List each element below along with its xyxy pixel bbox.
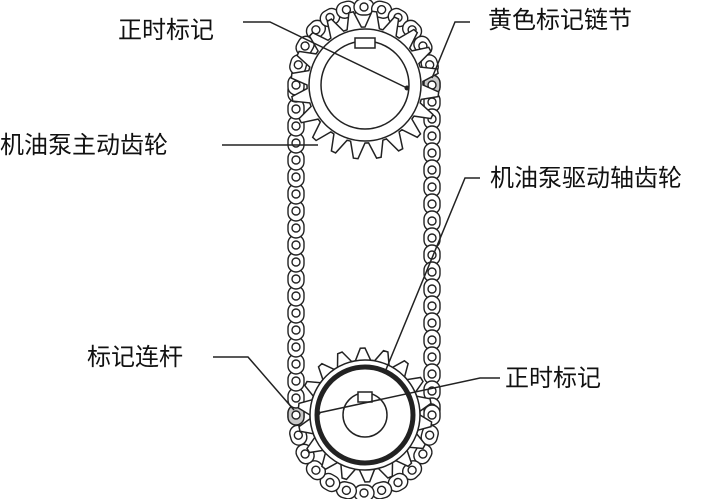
chain-link xyxy=(287,353,305,375)
leader-lines xyxy=(213,21,500,414)
chain-link xyxy=(287,285,305,307)
chain-link xyxy=(287,115,305,137)
label-timing-mark-bottom: 正时标记 xyxy=(505,364,601,392)
chain-link xyxy=(287,200,305,222)
chain-link xyxy=(319,472,341,493)
chain-link xyxy=(287,217,305,239)
chain-link xyxy=(413,443,433,465)
chain-link xyxy=(423,193,441,215)
chain-link xyxy=(353,484,375,499)
chain-link xyxy=(287,268,305,290)
chain-link xyxy=(370,481,393,499)
label-oil-pump-drive-gear: 机油泵主动齿轮 xyxy=(0,131,168,159)
chain-link xyxy=(287,234,305,256)
chain-link xyxy=(423,312,441,334)
chain-link xyxy=(423,210,441,232)
chain-link xyxy=(287,370,305,392)
chain-link xyxy=(287,166,305,188)
chain-link xyxy=(423,176,441,198)
label-mark-link: 标记连杆 xyxy=(87,343,183,371)
chain-link xyxy=(423,380,441,402)
chain-link xyxy=(420,424,439,446)
label-timing-mark-top: 正时标记 xyxy=(118,16,214,44)
bottom-sprocket xyxy=(297,347,433,483)
chain-link xyxy=(305,460,327,481)
top-sprocket xyxy=(290,10,440,160)
chain-link xyxy=(423,278,441,300)
label-yellow-marked-link: 黄色标记链节 xyxy=(488,6,632,34)
chain-link xyxy=(287,149,305,171)
chain-link xyxy=(423,295,441,317)
label-oil-pump-driven-shaft-gear: 机油泵驱动轴齿轮 xyxy=(490,164,682,192)
